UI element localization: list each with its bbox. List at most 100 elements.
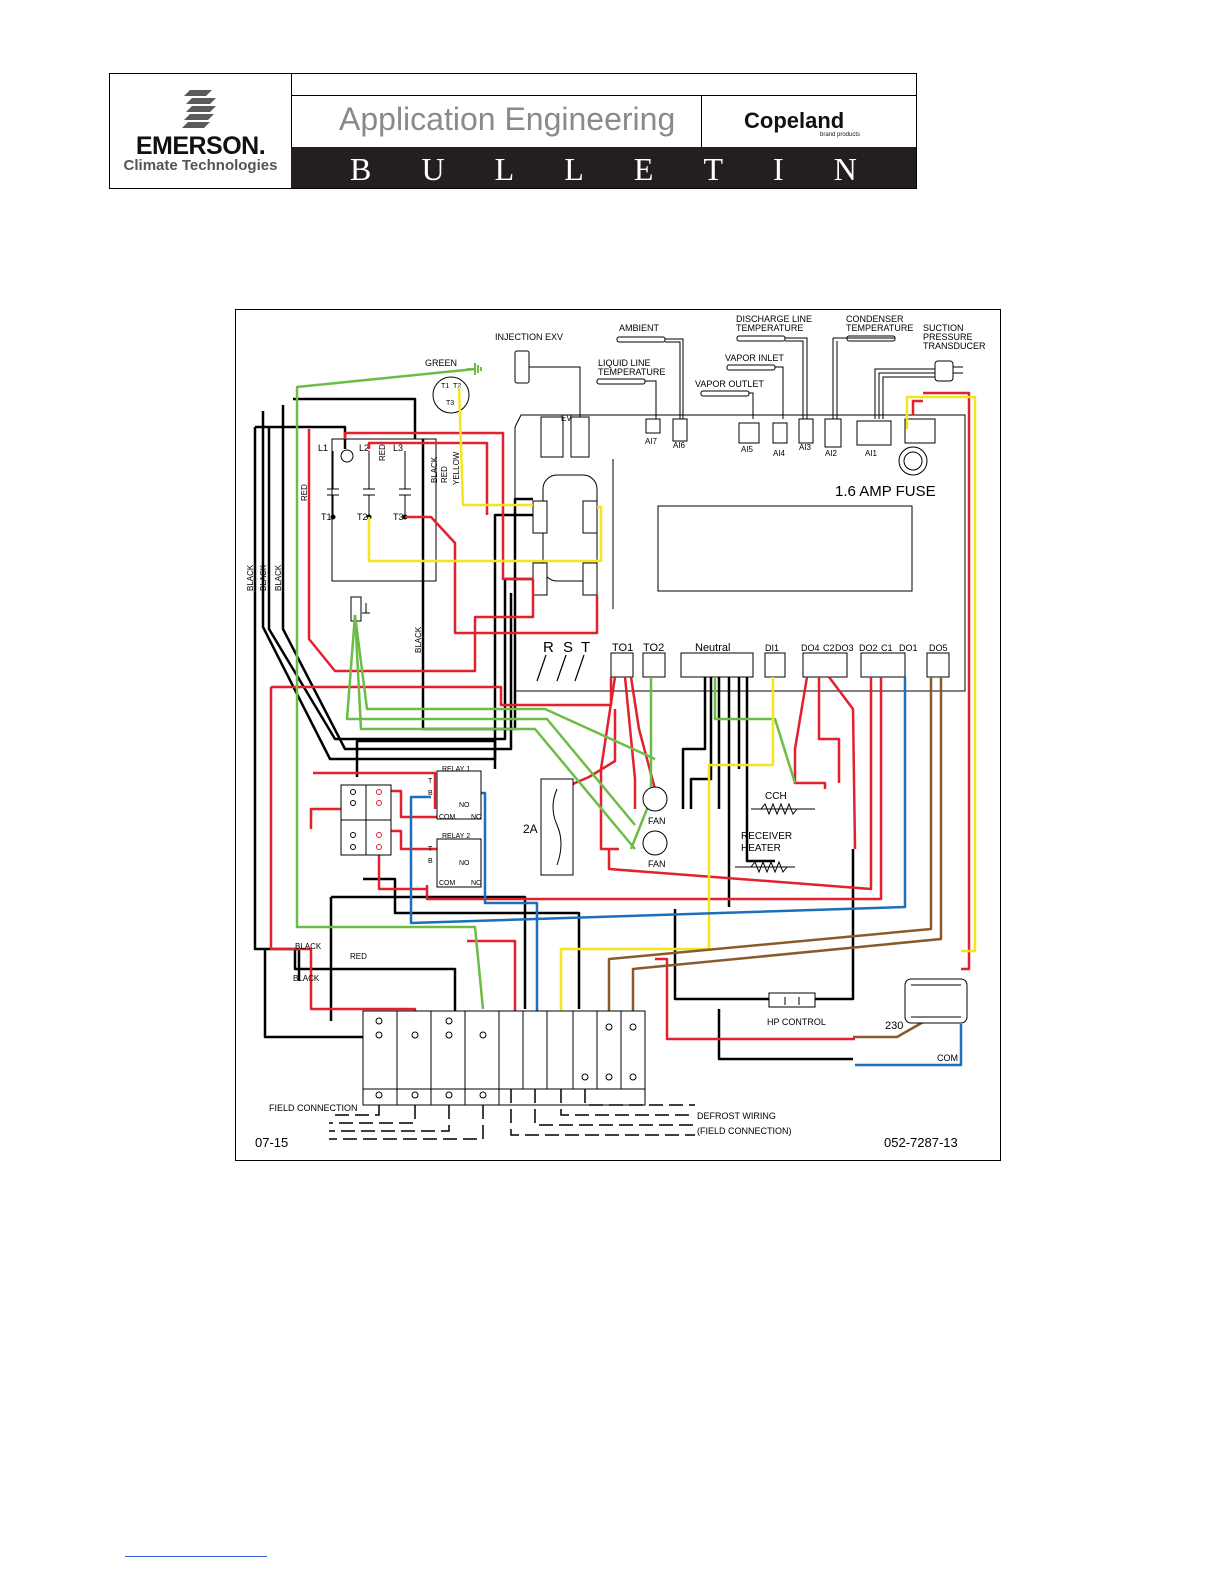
terminal-do5: DO5 <box>929 643 948 653</box>
wiring-diagram: INJECTION EXV AMBIENT LIQUID LINE TEMPER… <box>235 309 1001 1161</box>
relay2-nc: NC <box>471 880 481 887</box>
bulletin-letter: I <box>773 151 784 187</box>
fuse-2a-label: 2A <box>523 822 538 836</box>
receiver-heater: RECEIVER HEATER <box>735 831 795 874</box>
relay2-no: NO <box>459 860 470 867</box>
bulletin-header: EMERSON. Climate Technologies Applicatio… <box>109 73 917 189</box>
field-dashes <box>329 1089 695 1140</box>
bulletin-letter: U <box>421 151 445 187</box>
relay2-name: RELAY 2 <box>442 833 470 840</box>
relay1-nc: NC <box>471 814 481 821</box>
sensor-probes <box>514 335 963 419</box>
terminal-to1: TO1 <box>612 642 633 654</box>
relay1-t: T <box>428 778 433 785</box>
terminal-do4: DO4 <box>801 643 820 653</box>
suction-label-3: TRANSDUCER <box>923 341 986 351</box>
bulletin-letter: T <box>703 151 723 187</box>
terminal-c2: C2 <box>823 643 835 653</box>
liquid-line-label-2: TEMPERATURE <box>598 367 665 377</box>
board-connectors <box>540 416 936 458</box>
vapor-inlet-label: VAPOR INLET <box>725 353 784 363</box>
contactor-l3: L3 <box>393 443 403 453</box>
fuse-2a: 2A <box>523 778 574 876</box>
defrost-wiring-label: DEFROST WIRING <box>697 1111 776 1121</box>
wires <box>253 367 977 1067</box>
relay-2: RELAY 2 T B COM NO NC <box>428 833 482 888</box>
header-top-strip <box>291 74 916 96</box>
brand-name: Copeland <box>744 108 845 133</box>
emerson-logo: EMERSON. Climate Technologies <box>110 74 292 188</box>
terminal-r: R <box>543 639 554 656</box>
fan-2: FAN <box>642 830 668 869</box>
motor-t2: T2 <box>453 383 461 390</box>
ai3-label: AI3 <box>799 443 812 452</box>
terminal-di1: DI1 <box>765 643 779 653</box>
transformer-230: 230 <box>885 1020 903 1032</box>
rst-leads <box>536 654 585 682</box>
wire-labels: BLACK BLACK BLACK RED RED BLACK RED YELL… <box>246 444 461 983</box>
terminal-s: S <box>563 639 573 656</box>
terminal-neutral: Neutral <box>695 642 730 654</box>
field-connection-label: FIELD CONNECTION <box>269 1103 358 1113</box>
compressor-terminals: T1 T2 T3 <box>432 376 470 414</box>
contactor-t1: T1 <box>321 512 332 522</box>
copeland-logo: Copeland brand products <box>702 95 916 147</box>
contactor-l2: L2 <box>359 443 369 453</box>
wire-label-yellow: YELLOW <box>452 451 461 485</box>
terminal-do1: DO1 <box>899 643 918 653</box>
terminal-to2: TO2 <box>643 642 664 654</box>
board-fuse: 1.6 AMP FUSE <box>835 446 936 500</box>
sensor-labels: INJECTION EXV AMBIENT LIQUID LINE TEMPER… <box>425 314 986 389</box>
emerson-mark-icon <box>182 90 216 128</box>
wire-label-black: BLACK <box>293 974 320 983</box>
ev-label: EV <box>561 414 572 423</box>
ambient-label: AMBIENT <box>619 323 660 333</box>
wire-label-red: RED <box>300 484 309 501</box>
relay-1: RELAY 1 T B COM NO NC <box>428 766 482 821</box>
heater-label: HEATER <box>741 843 781 854</box>
contactor-l1: L1 <box>318 443 328 453</box>
brown-wires <box>607 677 943 1039</box>
board-transformers <box>532 474 598 596</box>
relay1-name: RELAY 1 <box>442 766 470 773</box>
transformer: 230 COM <box>885 978 968 1063</box>
relay2-com: COM <box>439 880 456 887</box>
wire-label-red: RED <box>350 952 367 961</box>
contactor-t2: T2 <box>357 512 368 522</box>
suction-label: SUCTION <box>923 323 964 333</box>
relay-terminal-strip <box>340 784 392 856</box>
terminal-t: T <box>581 639 590 656</box>
wire-label-red: RED <box>378 444 387 461</box>
terminal-do3: DO3 <box>835 643 854 653</box>
vapor-outlet-label: VAPOR OUTLET <box>695 379 764 389</box>
board-terminal-labels: R S T TO1 TO2 Neutral DI1 DO4 C2 DO3 DO2… <box>543 639 948 656</box>
receiver-label: RECEIVER <box>741 831 792 842</box>
green-wires <box>295 367 797 1010</box>
motor-t1: T1 <box>441 383 449 390</box>
injection-exv-label: INJECTION EXV <box>495 332 563 342</box>
yellow-wires <box>367 386 977 1021</box>
relay2-t: T <box>428 846 433 853</box>
ai4-label: AI4 <box>773 449 786 458</box>
fan2-label: FAN <box>648 859 666 869</box>
relay1-b: B <box>428 790 433 797</box>
brand-sub: brand products <box>820 132 861 138</box>
bulletin-word: B U L L E T I N <box>291 151 916 188</box>
field-labels: FIELD CONNECTION DEFROST WIRING (FIELD C… <box>269 1103 792 1136</box>
fan-1: FAN <box>642 786 668 826</box>
liquid-line-label: LIQUID LINE <box>598 358 651 368</box>
bulletin-bar: B U L L E T I N <box>291 147 916 188</box>
wire-label-black: BLACK <box>274 564 283 591</box>
date-code: 07-15 <box>255 1135 288 1150</box>
ai2-label: AI2 <box>825 449 838 458</box>
company-sub: Climate Technologies <box>123 157 278 174</box>
bulletin-letter: L <box>494 151 515 187</box>
transformer-com: COM <box>937 1053 958 1063</box>
hp-control: HP CONTROL <box>767 992 826 1027</box>
motor-t3: T3 <box>446 400 454 407</box>
green-ground-label: GREEN <box>425 358 457 368</box>
footer-rule <box>125 1556 267 1557</box>
bulletin-title: Application Engineering <box>339 101 676 137</box>
company-name: EMERSON. <box>135 132 266 160</box>
condenser-label-2: TEMPERATURE <box>846 323 913 333</box>
